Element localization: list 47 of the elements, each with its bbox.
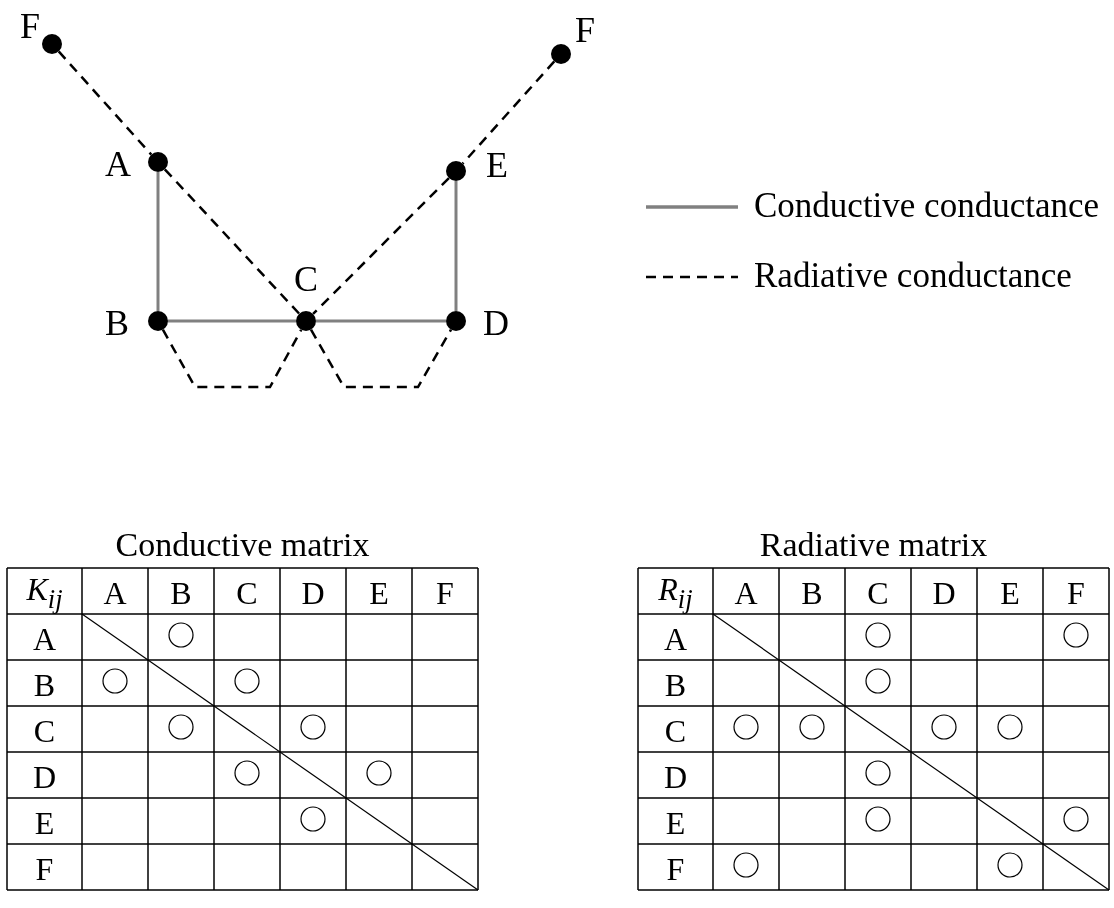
column-header: E: [1000, 577, 1020, 609]
node-label: D: [483, 305, 509, 341]
connector-line: [316, 319, 446, 323]
dashed-line: [161, 329, 303, 389]
dashed-line: [461, 60, 556, 165]
legend-label: Radiative conductance: [754, 258, 1072, 293]
node-label: C: [294, 261, 318, 297]
column-header: D: [301, 577, 325, 609]
column-header: A: [734, 577, 758, 609]
node-label: E: [486, 147, 508, 183]
row-header: F: [666, 853, 685, 885]
matrix-title: Radiative matrix: [759, 528, 988, 562]
row-header: B: [33, 669, 56, 701]
column-header: F: [1067, 577, 1085, 609]
node-label: B: [105, 305, 129, 341]
legend-label: Conductive conductance: [754, 188, 1099, 223]
node-label: F: [575, 12, 595, 48]
column-header: C: [236, 577, 258, 609]
row-header: E: [665, 807, 686, 839]
row-header: A: [663, 623, 688, 655]
row-header: D: [663, 761, 688, 793]
dashed-line: [312, 177, 450, 315]
column-header: B: [170, 577, 192, 609]
row-header: B: [664, 669, 687, 701]
row-header: C: [664, 715, 687, 747]
dashed-line: [163, 168, 301, 315]
dashed-line: [309, 329, 453, 389]
connector-line: [156, 172, 160, 311]
column-header: F: [436, 577, 454, 609]
matrix-symbol: R$_{ij}$: [658, 573, 693, 613]
dashed-line: [57, 50, 153, 156]
column-header: A: [103, 577, 127, 609]
node-label: A: [105, 146, 131, 182]
row-header: C: [33, 715, 56, 747]
row-header: E: [34, 807, 55, 839]
column-header: B: [801, 577, 823, 609]
connector-line: [454, 181, 458, 311]
row-header: D: [32, 761, 57, 793]
connector-line: [168, 319, 296, 323]
column-header: D: [932, 577, 956, 609]
column-header: C: [867, 577, 889, 609]
node-label: F: [20, 8, 40, 44]
row-header: A: [32, 623, 57, 655]
column-header: E: [369, 577, 389, 609]
row-header: F: [35, 853, 54, 885]
matrix-title: Conductive matrix: [115, 528, 370, 562]
matrix-symbol: K$_{ij}$: [26, 573, 63, 613]
